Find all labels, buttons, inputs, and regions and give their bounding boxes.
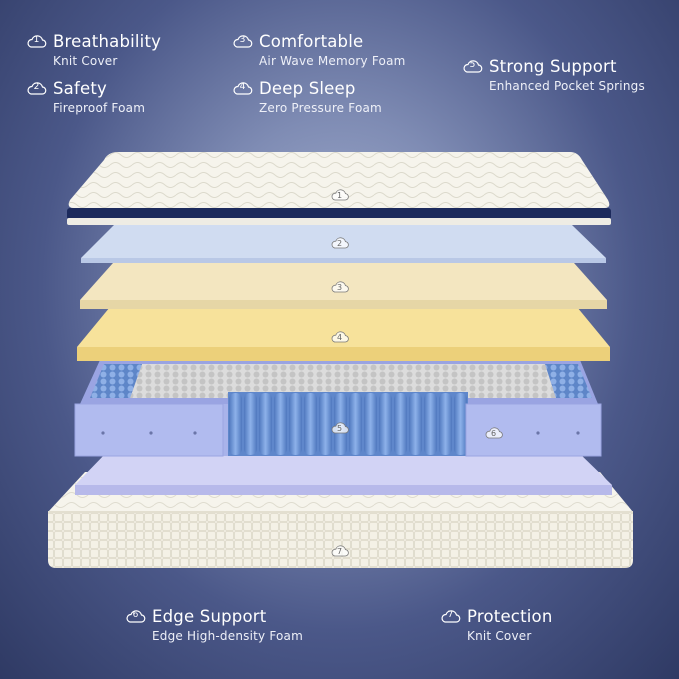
layer-edge-foam-left — [74, 403, 224, 457]
layer-top-knit-cover — [67, 152, 611, 225]
feature-subtitle: Enhanced Pocket Springs — [489, 79, 645, 93]
spring-coil — [274, 393, 287, 455]
spring-coil — [349, 393, 362, 455]
layer-zero-pressure-foam — [77, 307, 610, 361]
feature-safety: 2 Safety Fireproof Foam — [26, 79, 145, 115]
feature-subtitle: Zero Pressure Foam — [259, 101, 382, 115]
spring-coil — [229, 393, 242, 455]
cloud-number-icon: 4 — [232, 80, 253, 97]
cloud-number-icon: 2 — [26, 80, 47, 97]
feature-title: Deep Sleep — [259, 79, 356, 98]
cloud-number-icon: 5 — [462, 58, 483, 75]
layer-badge-number: 3 — [337, 283, 342, 292]
feature-deep-sleep: 4 Deep Sleep Zero Pressure Foam — [232, 79, 382, 115]
layer-badge-3: 3 — [331, 281, 349, 293]
feature-breathability: 1 Breathability Knit Cover — [26, 32, 161, 68]
feature-subtitle: Air Wave Memory Foam — [259, 54, 406, 68]
spring-coil — [394, 393, 407, 455]
spring-coil — [439, 393, 452, 455]
layer-edge-foam-right — [465, 403, 602, 457]
feature-subtitle: Knit Cover — [467, 629, 532, 643]
spring-coil — [454, 393, 467, 455]
feature-comfortable: 3 Comfortable Air Wave Memory Foam — [232, 32, 406, 68]
cloud-number-icon: 3 — [232, 33, 253, 50]
layer-badge-number: 2 — [337, 239, 342, 248]
spring-coil — [364, 393, 377, 455]
layer-badge-number: 7 — [337, 547, 342, 556]
layer-badge-1: 1 — [331, 189, 349, 201]
cloud-number-icon: 6 — [125, 608, 146, 625]
layer-badge-2: 2 — [331, 237, 349, 249]
layer-badge-4: 4 — [331, 331, 349, 343]
cloud-number-icon: 7 — [440, 608, 461, 625]
layer-badge-6: 6 — [485, 427, 503, 439]
spring-coil — [379, 393, 392, 455]
feature-subtitle: Fireproof Foam — [53, 101, 146, 115]
spring-coil — [304, 393, 317, 455]
layer-number-badges: 1 2 3 4 5 6 7 — [331, 189, 503, 557]
feature-title: Comfortable — [259, 32, 364, 51]
layer-memory-foam — [80, 263, 607, 309]
layer-badge-7: 7 — [331, 545, 349, 557]
feature-title: Breathability — [53, 32, 162, 51]
spring-coil — [259, 393, 272, 455]
feature-protection: 7 Protection Knit Cover — [440, 607, 552, 643]
spring-coil — [424, 393, 437, 455]
layer-badge-number: 1 — [337, 191, 342, 200]
layer-badge-5: 5 — [331, 422, 349, 434]
feature-subtitle: Knit Cover — [53, 54, 118, 68]
spring-coil — [289, 393, 302, 455]
spring-coil — [409, 393, 422, 455]
feature-title: Edge Support — [152, 607, 267, 626]
layer-badge-number: 5 — [337, 424, 342, 433]
feature-title: Safety — [53, 79, 107, 98]
layer-badge-number: 6 — [491, 429, 496, 438]
feature-title: Strong Support — [489, 57, 617, 76]
feature-title: Protection — [467, 607, 553, 626]
layer-base-foam — [75, 452, 612, 495]
feature-edge-support: 6 Edge Support Edge High-density Foam — [125, 607, 303, 643]
cloud-number-icon: 1 — [26, 33, 47, 50]
feature-strong-support: 5 Strong Support Enhanced Pocket Springs — [462, 57, 645, 93]
spring-coil — [319, 393, 332, 455]
spring-coil — [244, 393, 257, 455]
layer-badge-number: 4 — [337, 333, 342, 342]
feature-subtitle: Edge High-density Foam — [152, 629, 303, 643]
